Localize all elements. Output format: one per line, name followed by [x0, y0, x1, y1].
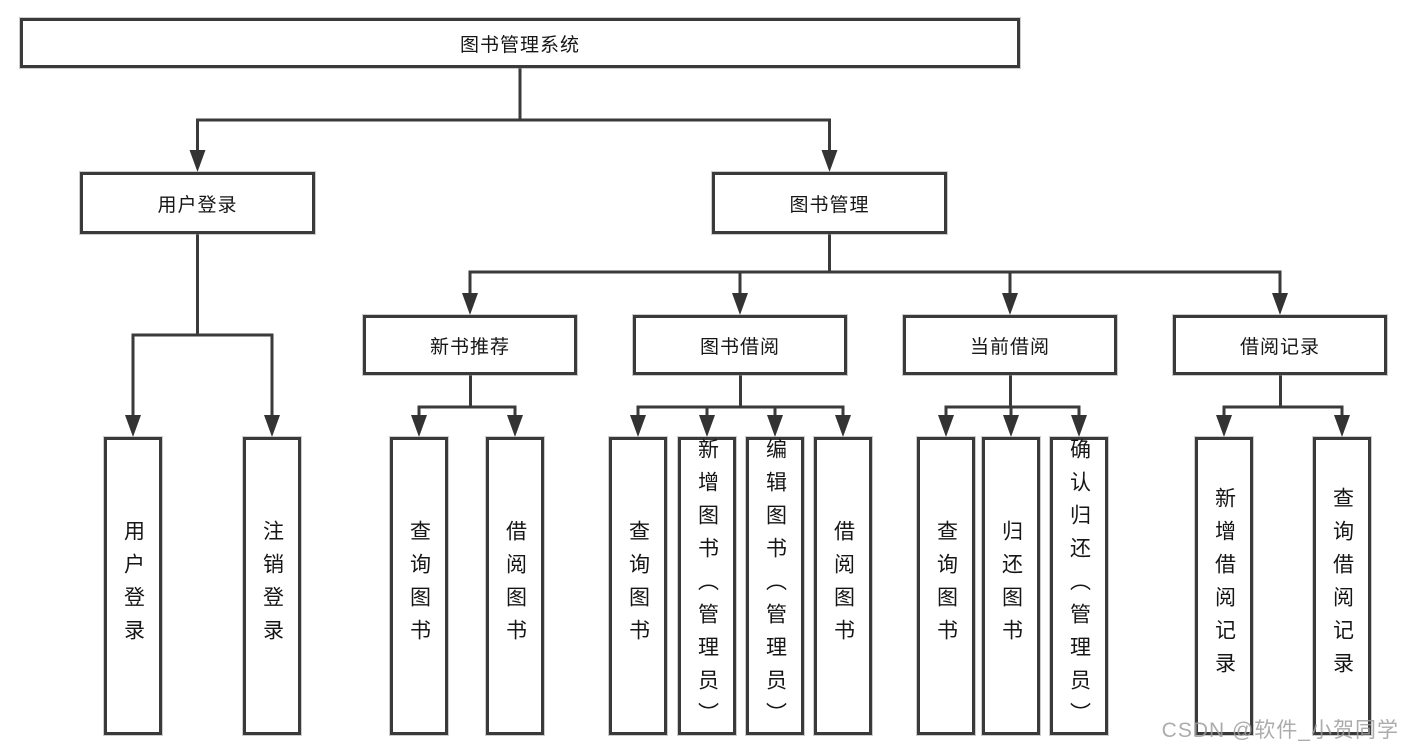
- node-new-book-recommendation: 新书推荐: [363, 315, 577, 375]
- node-label: 图书管理系统: [459, 34, 580, 56]
- leaf-label: 借阅图书: [831, 520, 855, 652]
- node-label: 图书管理: [789, 194, 870, 216]
- leaf-query-books-current: 查询图书: [917, 437, 975, 735]
- leaf-return-books: 归还图书: [982, 437, 1040, 735]
- leaf-user-login: 用户登录: [104, 437, 162, 735]
- leaf-label: 归还图书: [999, 520, 1023, 652]
- leaf-borrow-books-newbooks: 借阅图书: [486, 437, 544, 735]
- node-current-borrowing: 当前借阅: [903, 315, 1117, 375]
- leaf-query-books-borrowing: 查询图书: [609, 437, 667, 735]
- leaf-label: 用户登录: [121, 520, 145, 652]
- node-book-borrowing: 图书借阅: [633, 315, 847, 375]
- leaf-logout: 注销登录: [243, 437, 301, 735]
- csdn-watermark: CSDN @软件_小贺同学: [1161, 719, 1399, 742]
- node-root-system: 图书管理系统: [20, 18, 1020, 68]
- node-book-management: 图书管理: [712, 172, 947, 234]
- leaf-label: 注销登录: [260, 520, 284, 652]
- leaf-label: 借阅图书: [503, 520, 527, 652]
- node-label: 新书推荐: [429, 336, 510, 358]
- leaf-borrow-books-borrowing: 借阅图书: [814, 437, 872, 735]
- leaf-label: 编辑图书（管理员）: [763, 437, 787, 735]
- node-label: 图书借阅: [699, 336, 780, 358]
- node-label: 当前借阅: [969, 336, 1050, 358]
- leaf-label: 新增图书（管理员）: [695, 437, 719, 735]
- leaf-label: 查询图书: [934, 520, 958, 652]
- leaf-add-books-admin: 新增图书（管理员）: [678, 437, 736, 735]
- leaf-label: 查询图书: [626, 520, 650, 652]
- node-borrowing-records: 借阅记录: [1173, 315, 1387, 375]
- leaf-edit-books-admin: 编辑图书（管理员）: [746, 437, 804, 735]
- leaf-query-borrow-record: 查询借阅记录: [1313, 437, 1371, 735]
- leaf-label: 确认归还（管理员）: [1067, 437, 1091, 735]
- leaf-query-books-newbooks: 查询图书: [390, 437, 448, 735]
- node-user-login: 用户登录: [80, 172, 315, 234]
- leaf-label: 查询图书: [407, 520, 431, 652]
- node-label: 用户登录: [157, 194, 238, 216]
- leaf-label: 新增借阅记录: [1212, 487, 1236, 685]
- node-label: 借阅记录: [1239, 336, 1320, 358]
- leaf-label: 查询借阅记录: [1330, 487, 1354, 685]
- leaf-confirm-return-admin: 确认归还（管理员）: [1050, 437, 1108, 735]
- leaf-add-borrow-record: 新增借阅记录: [1195, 437, 1253, 735]
